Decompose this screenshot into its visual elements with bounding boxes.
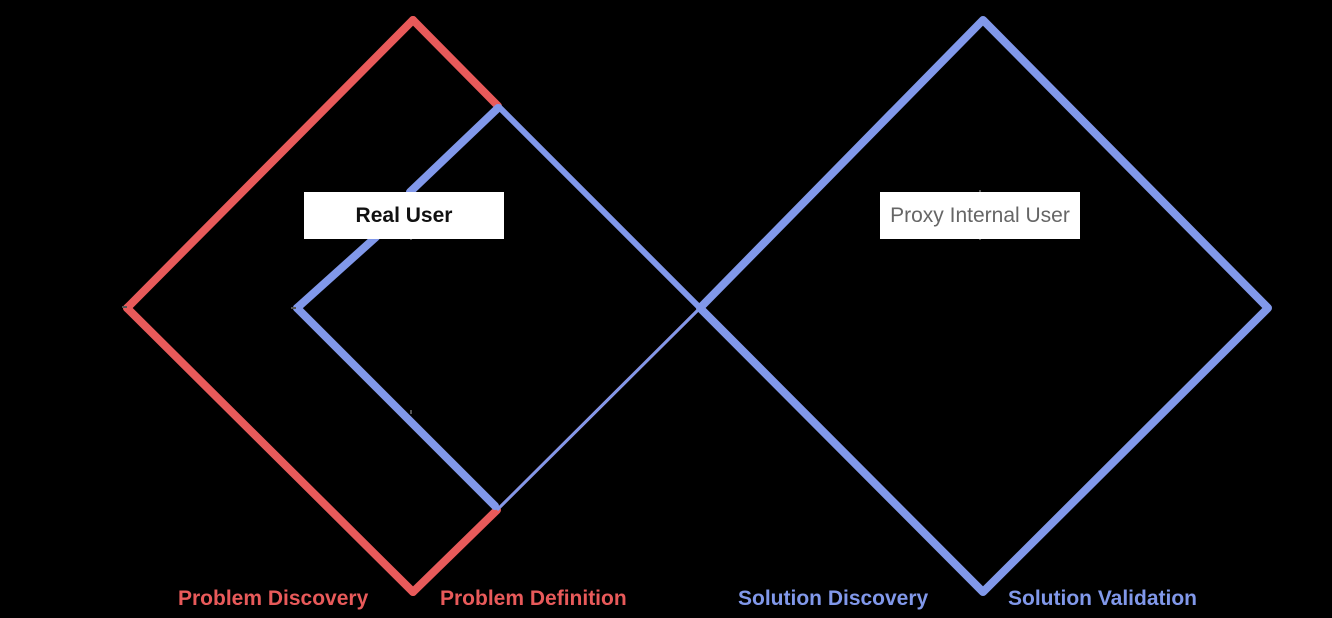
real-user-label: Real User <box>304 192 504 239</box>
real-user-label-text: Real User <box>355 203 453 227</box>
real-user-diamond-lower-left-edge <box>293 304 499 510</box>
proxy-user-label: Proxy Internal User <box>880 192 1080 239</box>
real-user-diamond-right-lower-edge <box>495 306 702 512</box>
solution-diamond <box>696 16 1272 596</box>
real-user-diamond-upper-left-edge <box>406 104 502 196</box>
phase-label-solution-discovery: Solution Discovery <box>738 587 929 610</box>
real-user-diamond-mid-left-edge <box>293 233 380 312</box>
real-user-diamond-right-upper-edge <box>495 103 703 311</box>
problem-diamond-left-upper-edge <box>123 16 417 312</box>
problem-diamond-left-lower-edge <box>123 304 417 596</box>
phase-label-problem-definition: Problem Definition <box>440 587 627 610</box>
proxy-user-label-text: Proxy Internal User <box>890 203 1070 227</box>
phase-label-problem-discovery: Problem Discovery <box>178 587 369 610</box>
problem-diamond-right-upper-edge <box>409 16 502 110</box>
problem-diamond-right-lower-edge <box>409 506 501 596</box>
phase-label-solution-validation: Solution Validation <box>1008 587 1197 610</box>
